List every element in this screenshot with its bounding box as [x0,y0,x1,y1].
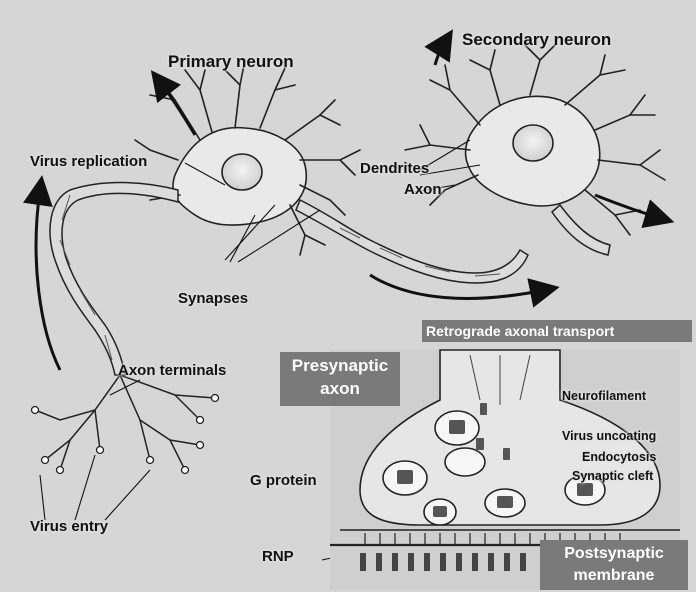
label-synaptic-cleft: Synaptic cleft [572,469,653,483]
label-retrograde-transport: Retrograde axonal transport [422,320,692,342]
primary-neuron-body [173,128,306,225]
label-neurofilament: Neurofilament [562,389,646,403]
primary-axon [50,183,178,376]
label-postsynaptic-membrane: Postsynaptic membrane [540,540,688,590]
presynaptic-axon-line1: Presynaptic [280,354,400,377]
axon-terminals-branches [35,375,215,470]
label-presynaptic-axon: Presynaptic axon [280,352,400,406]
secondary-axon [552,205,610,255]
label-virus-replication: Virus replication [30,153,147,170]
postsynaptic-line2: membrane [540,565,688,587]
label-endocytosis: Endocytosis [582,450,656,464]
label-dendrites: Dendrites [360,160,429,177]
presynaptic-axon-line2: axon [280,377,400,400]
connecting-axon [296,200,528,283]
label-rnp: RNP [262,548,294,565]
label-virus-entry: Virus entry [30,518,108,535]
label-axon-terminals: Axon terminals [118,362,226,379]
secondary-neuron-body [466,96,600,206]
label-axon: Axon [404,181,442,198]
label-secondary-neuron: Secondary neuron [462,30,611,50]
label-primary-neuron: Primary neuron [168,52,294,72]
label-virus-uncoating: Virus uncoating [562,429,656,443]
postsynaptic-line1: Postsynaptic [540,543,688,565]
axon-terminal-endings [32,395,219,474]
label-g-protein: G protein [250,472,317,489]
label-synapses: Synapses [178,290,248,307]
